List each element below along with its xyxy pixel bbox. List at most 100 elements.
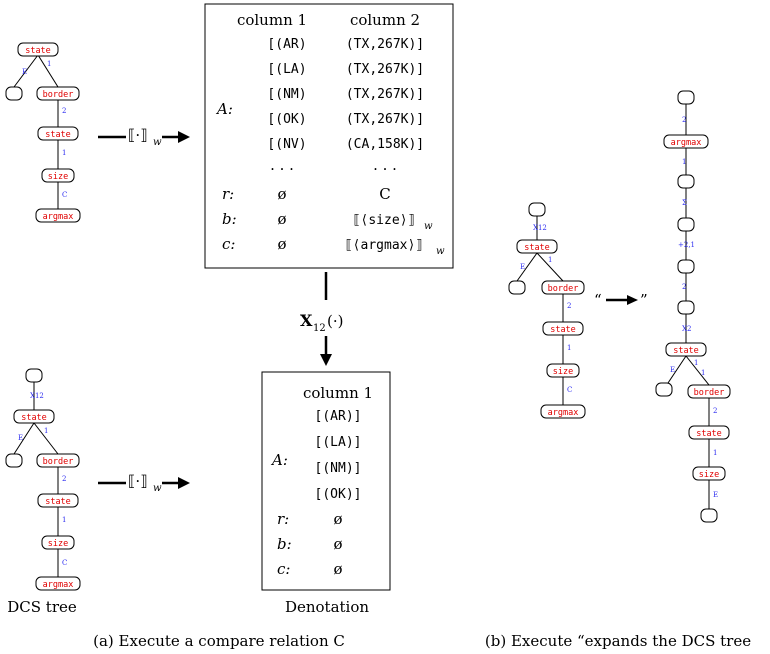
svg-text:[(AR)]: [(AR)] <box>315 409 362 424</box>
tree-node-empty <box>677 217 695 232</box>
svg-text:ø: ø <box>333 510 342 528</box>
tree-node-empty <box>508 280 526 295</box>
caption-b: (b) Execute “expands the DCS tree <box>485 632 751 650</box>
denotation-table-top: column 1 column 2 A: [(AR) (TX,267K)] [(… <box>204 3 454 269</box>
edge-label: 1 <box>44 427 48 435</box>
tree-a2: X12 E 1 2 1 C state border state size ar… <box>5 368 81 591</box>
svg-text:[(NM)]: [(NM)] <box>315 461 362 476</box>
edge-label: 1 <box>682 158 686 166</box>
svg-text:[(OK)]: [(OK)] <box>315 487 362 502</box>
svg-text:[(LA): [(LA) <box>267 62 306 77</box>
edge-label: 2 <box>713 407 717 415</box>
denotation-operator: ⟦·⟧ <box>128 126 148 144</box>
svg-text:b:: b: <box>277 535 292 553</box>
tree-node: state <box>673 346 699 356</box>
edge-label: 1 <box>47 60 51 68</box>
tree-b1: X12 E 1 2 1 C state border state size ar… <box>508 202 586 419</box>
svg-text:[(AR): [(AR) <box>267 37 306 52</box>
tree-node-empty <box>25 368 43 383</box>
tree-node: size <box>553 367 573 377</box>
svg-text:· · ·: · · · <box>270 160 294 178</box>
tree-node-empty <box>677 90 695 105</box>
svg-text:(CA,158K)]: (CA,158K)] <box>346 137 424 152</box>
dcs-tree-label: DCS tree <box>7 598 77 616</box>
svg-text:w: w <box>153 483 162 494</box>
svg-text:⟦·⟧: ⟦·⟧ <box>128 472 148 490</box>
tree-node: size <box>48 172 68 182</box>
tree-node: state <box>696 429 722 439</box>
svg-text:w: w <box>424 221 433 232</box>
denotation-arrow-top: ⟦·⟧ w <box>98 126 190 148</box>
column-header: column 2 <box>350 11 420 29</box>
edge-label: 2 <box>567 302 571 310</box>
tree-node: border <box>548 284 579 294</box>
svg-text:ø: ø <box>333 560 342 578</box>
svg-text:[(NV): [(NV) <box>267 137 306 152</box>
edge-label: +2,1 <box>678 241 695 249</box>
tree-node: size <box>48 539 68 549</box>
x12-arrow: X 12 (·) <box>300 272 343 366</box>
edge-label: E <box>520 263 525 271</box>
tree-node-empty <box>528 202 546 217</box>
expand-arrow: “ ” <box>594 291 648 309</box>
svg-text:r:: r: <box>277 510 289 528</box>
edge-label: E <box>713 491 718 499</box>
edge-label: 2 <box>682 116 686 124</box>
edge-label: 2 <box>62 475 66 483</box>
svg-text:ø: ø <box>277 210 286 228</box>
edge-label: X2 <box>682 325 691 333</box>
svg-text:⟦⟨argmax⟩⟧: ⟦⟨argmax⟩⟧ <box>345 238 423 253</box>
svg-text:w: w <box>436 246 445 257</box>
tree-node-empty <box>677 174 695 189</box>
tree-node-empty <box>700 508 718 523</box>
svg-text:(TX,267K)]: (TX,267K)] <box>346 112 424 127</box>
svg-text:⟦⟨size⟩⟧: ⟦⟨size⟩⟧ <box>353 213 416 228</box>
row-label-A: A: <box>270 451 288 469</box>
edge-label: C <box>62 191 67 199</box>
svg-text:ø: ø <box>277 235 286 253</box>
svg-text:r:: r: <box>222 185 234 203</box>
edge-label: Σ <box>682 199 687 207</box>
tree-node: border <box>43 90 74 100</box>
tree-node: border <box>43 457 74 467</box>
edge-label: 1 <box>694 359 698 367</box>
denotation-table-bottom: column 1 A: [(AR)] [(LA)] [(NM)] [(OK)] … <box>261 371 391 591</box>
svg-text:[(NM): [(NM) <box>267 87 306 102</box>
column-header: column 1 <box>303 384 373 402</box>
svg-text:ø: ø <box>333 535 342 553</box>
svg-text:c:: c: <box>222 235 235 253</box>
svg-text:C: C <box>379 185 390 203</box>
tree-a1: E 1 2 1 C state border state size argmax <box>5 42 81 223</box>
edge-label: 1 <box>567 344 571 352</box>
tree-node: state <box>45 497 71 507</box>
tree-node: argmax <box>43 580 74 590</box>
x12-operator: X <box>300 311 313 330</box>
tree-node: state <box>45 130 71 140</box>
edge-label: 2 <box>682 283 686 291</box>
edge-label: E <box>18 434 23 442</box>
svg-text:· · ·: · · · <box>373 160 397 178</box>
edge-label: 2 <box>62 107 66 115</box>
denotation-label: Denotation <box>285 598 369 616</box>
tree-node: state <box>550 325 576 335</box>
svg-text:”: ” <box>640 291 648 309</box>
tree-node: state <box>25 46 51 56</box>
edge-label: 1 <box>701 369 705 377</box>
denotation-arrow-bottom: ⟦·⟧ w <box>98 472 190 494</box>
caption-a: (a) Execute a compare relation C <box>93 632 345 650</box>
edge-label: C <box>62 559 67 567</box>
edge-label: 1 <box>548 256 552 264</box>
svg-text:w: w <box>153 137 162 148</box>
svg-text:ø: ø <box>277 185 286 203</box>
svg-text:c:: c: <box>277 560 290 578</box>
svg-text:12: 12 <box>313 323 326 334</box>
tree-node-empty <box>5 453 23 468</box>
svg-text:[(OK): [(OK) <box>267 112 306 127</box>
svg-text:(TX,267K)]: (TX,267K)] <box>346 62 424 77</box>
tree-node-empty <box>677 259 695 274</box>
tree-node: argmax <box>671 138 702 148</box>
svg-text:[(LA)]: [(LA)] <box>315 435 362 450</box>
edge-label: X12 <box>30 392 44 400</box>
svg-text:(TX,267K)]: (TX,267K)] <box>346 37 424 52</box>
